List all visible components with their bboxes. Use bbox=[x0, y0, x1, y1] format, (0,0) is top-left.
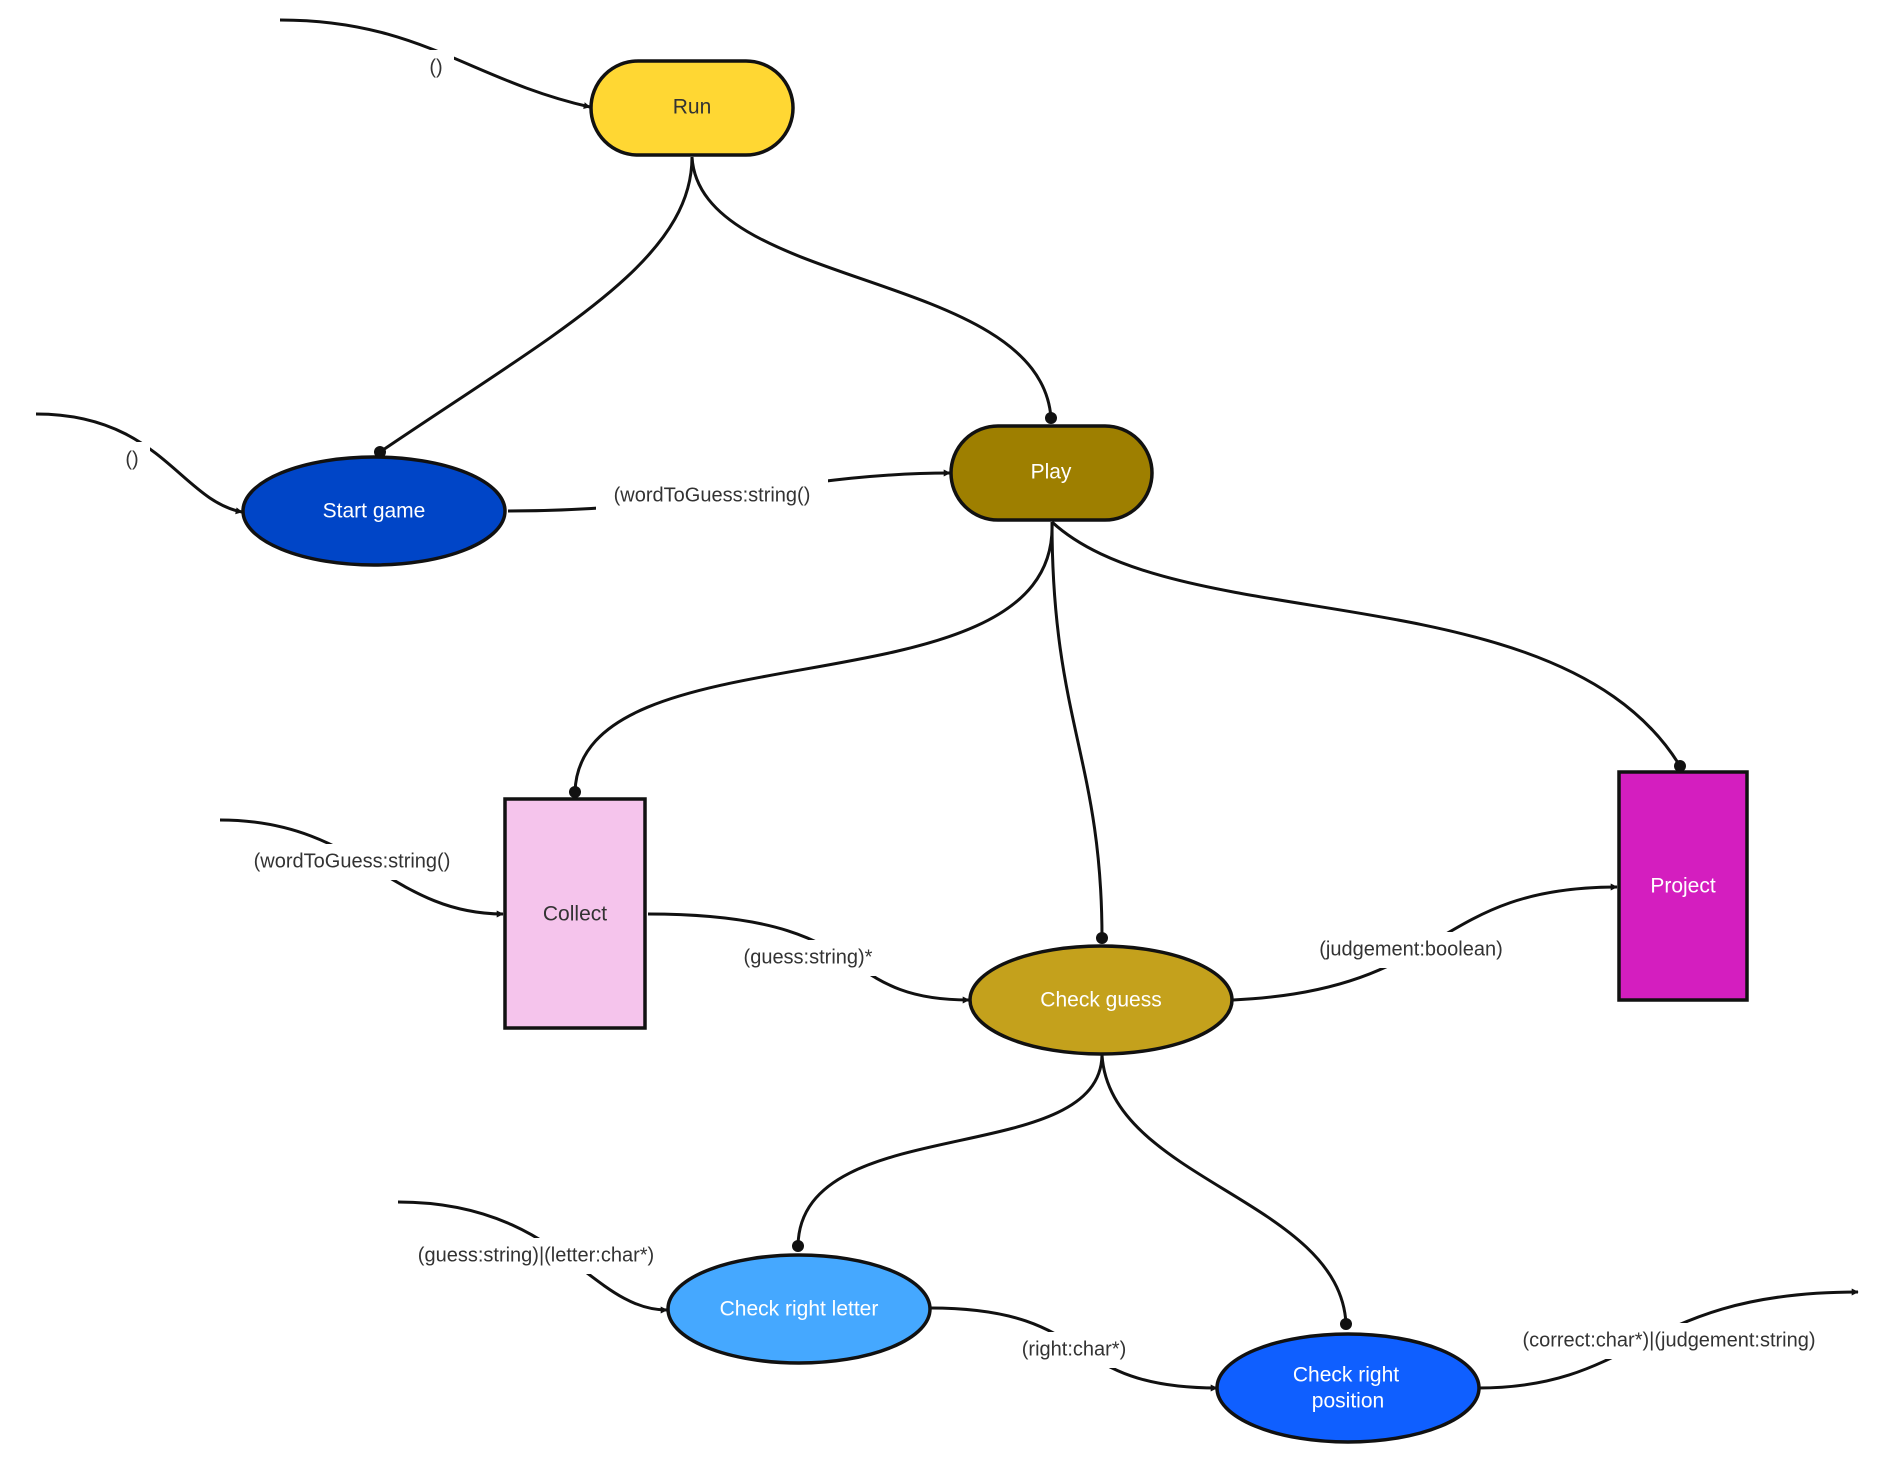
edge-label-start-to-play: (wordToGuess:string() bbox=[596, 478, 828, 514]
connector-dot bbox=[792, 1240, 804, 1252]
node-check-right-letter-label: Check right letter bbox=[720, 1298, 879, 1321]
node-play[interactable]: Play bbox=[949, 424, 1154, 522]
connector-dot bbox=[1674, 760, 1686, 772]
node-project-label: Project bbox=[1650, 875, 1716, 898]
connector-dot bbox=[569, 786, 581, 798]
edge-label-into-start-game: () bbox=[114, 442, 150, 478]
node-check-guess-label: Check guess bbox=[1040, 989, 1161, 1012]
edge-run-to-start-game bbox=[379, 156, 694, 454]
edge-into-start-game bbox=[35, 412, 243, 515]
edge-label-check-guess-to-project: (judgement:boolean) bbox=[1302, 932, 1520, 968]
edge-play-to-project bbox=[1050, 520, 1682, 767]
node-check-right-letter[interactable]: Check right letter bbox=[666, 1253, 932, 1365]
node-run-label: Run bbox=[673, 96, 712, 119]
node-check-right-position[interactable]: Check right position bbox=[1215, 1332, 1481, 1444]
svg-text:(right:char*): (right:char*) bbox=[1022, 1338, 1126, 1360]
node-start-game-label: Start game bbox=[323, 500, 426, 523]
edge-play-to-check-guess bbox=[1050, 521, 1104, 939]
svg-text:(wordToGuess:string(): (wordToGuess:string() bbox=[614, 484, 811, 506]
edge-label-letter-to-position: (right:char*) bbox=[1008, 1332, 1140, 1368]
edge-check-guess-to-letter bbox=[796, 1054, 1104, 1247]
connector-dot bbox=[1096, 932, 1108, 944]
edge-label-into-collect: (wordToGuess:string() bbox=[236, 844, 468, 880]
edge-label-into-run: () bbox=[418, 50, 454, 86]
edge-check-guess-to-position bbox=[1100, 1054, 1348, 1325]
edge-play-to-collect bbox=[573, 521, 1054, 793]
connector-dot bbox=[1045, 412, 1057, 424]
connector-dot bbox=[1340, 1318, 1352, 1330]
svg-text:(correct:char*)|(judgement:str: (correct:char*)|(judgement:string) bbox=[1522, 1329, 1815, 1351]
node-play-label: Play bbox=[1031, 461, 1072, 484]
node-check-right-position-label-line1: Check right bbox=[1293, 1364, 1399, 1387]
node-start-game[interactable]: Start game bbox=[241, 455, 507, 567]
svg-text:(judgement:boolean): (judgement:boolean) bbox=[1319, 938, 1502, 960]
svg-text:(): () bbox=[125, 448, 138, 470]
edge-label-into-check-right-letter: (guess:string)|(letter:char*) bbox=[392, 1238, 680, 1274]
node-collect-label: Collect bbox=[543, 903, 607, 926]
svg-text:(wordToGuess:string(): (wordToGuess:string() bbox=[254, 850, 451, 872]
node-check-guess[interactable]: Check guess bbox=[968, 944, 1234, 1056]
edge-label-out-of-position: (correct:char*)|(judgement:string) bbox=[1494, 1323, 1844, 1359]
edge-run-to-play bbox=[690, 156, 1053, 419]
svg-text:(): () bbox=[429, 56, 442, 78]
connector-dot bbox=[374, 446, 386, 458]
node-project[interactable]: Project bbox=[1617, 770, 1749, 1002]
node-collect[interactable]: Collect bbox=[503, 797, 647, 1030]
node-run[interactable]: Run bbox=[589, 59, 795, 157]
edge-label-collect-to-check-guess: (guess:string)* bbox=[728, 940, 888, 976]
svg-text:(guess:string)*: (guess:string)* bbox=[744, 946, 873, 968]
svg-text:(guess:string)|(letter:char*): (guess:string)|(letter:char*) bbox=[418, 1244, 654, 1266]
node-check-right-position-label-line2: position bbox=[1312, 1390, 1384, 1413]
